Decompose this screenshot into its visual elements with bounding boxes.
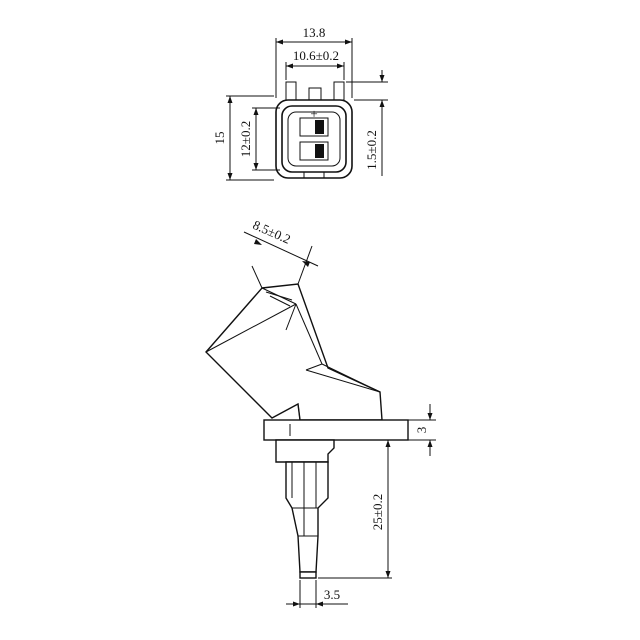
- pin-cavity-upper: [299, 117, 329, 137]
- dimension-flange-thickness: 3: [408, 404, 436, 456]
- dimension-connector-width: 8.5±0.2: [243, 217, 319, 289]
- connector-guide-tab-right: [333, 81, 345, 101]
- pin-cavity-lower: [299, 141, 329, 161]
- dimension-label-flange-thickness: 3: [414, 427, 429, 434]
- sensor-tip: [299, 571, 317, 579]
- connector-barrel: [205, 283, 383, 421]
- pin-contact-lower: [315, 144, 324, 158]
- dimension-label-tip-width: 3.5: [324, 587, 340, 602]
- sensor-side-view: [205, 283, 409, 579]
- dimension-inner-height: 12±0.2: [238, 107, 280, 171]
- dimension-label-inner-width: 10.6±0.2: [293, 48, 339, 63]
- pin-mark-plus: +: [310, 106, 317, 121]
- dimension-label-tab-height: 1.5±0.2: [364, 130, 379, 170]
- dimension-inner-width: 10.6±0.2: [285, 48, 345, 80]
- sensor-neck: [275, 439, 335, 463]
- connector-guide-tab-left: [285, 81, 297, 101]
- connector-cavity: [287, 111, 341, 167]
- dimension-label-inner-height: 12±0.2: [238, 121, 253, 157]
- dimension-tip-width: 3.5: [286, 580, 348, 608]
- dimension-overall-height: 15: [212, 95, 274, 181]
- connector-bottom-notch: [303, 171, 325, 179]
- mounting-flange: [263, 419, 409, 441]
- dimension-label-stem-length: 25±0.2: [370, 494, 385, 530]
- dimension-label-overall-height: 15: [212, 132, 227, 145]
- connector-top-view: +: [275, 81, 353, 179]
- dimension-tab-height: 1.5±0.2: [346, 70, 388, 176]
- dimension-label-overall-width: 13.8: [303, 25, 326, 40]
- dimension-overall-width: 13.8: [275, 25, 353, 98]
- dimension-stem-length: 25±0.2: [318, 439, 392, 579]
- pin-contact-upper: [315, 120, 324, 134]
- connector-latch-bump: [308, 87, 322, 101]
